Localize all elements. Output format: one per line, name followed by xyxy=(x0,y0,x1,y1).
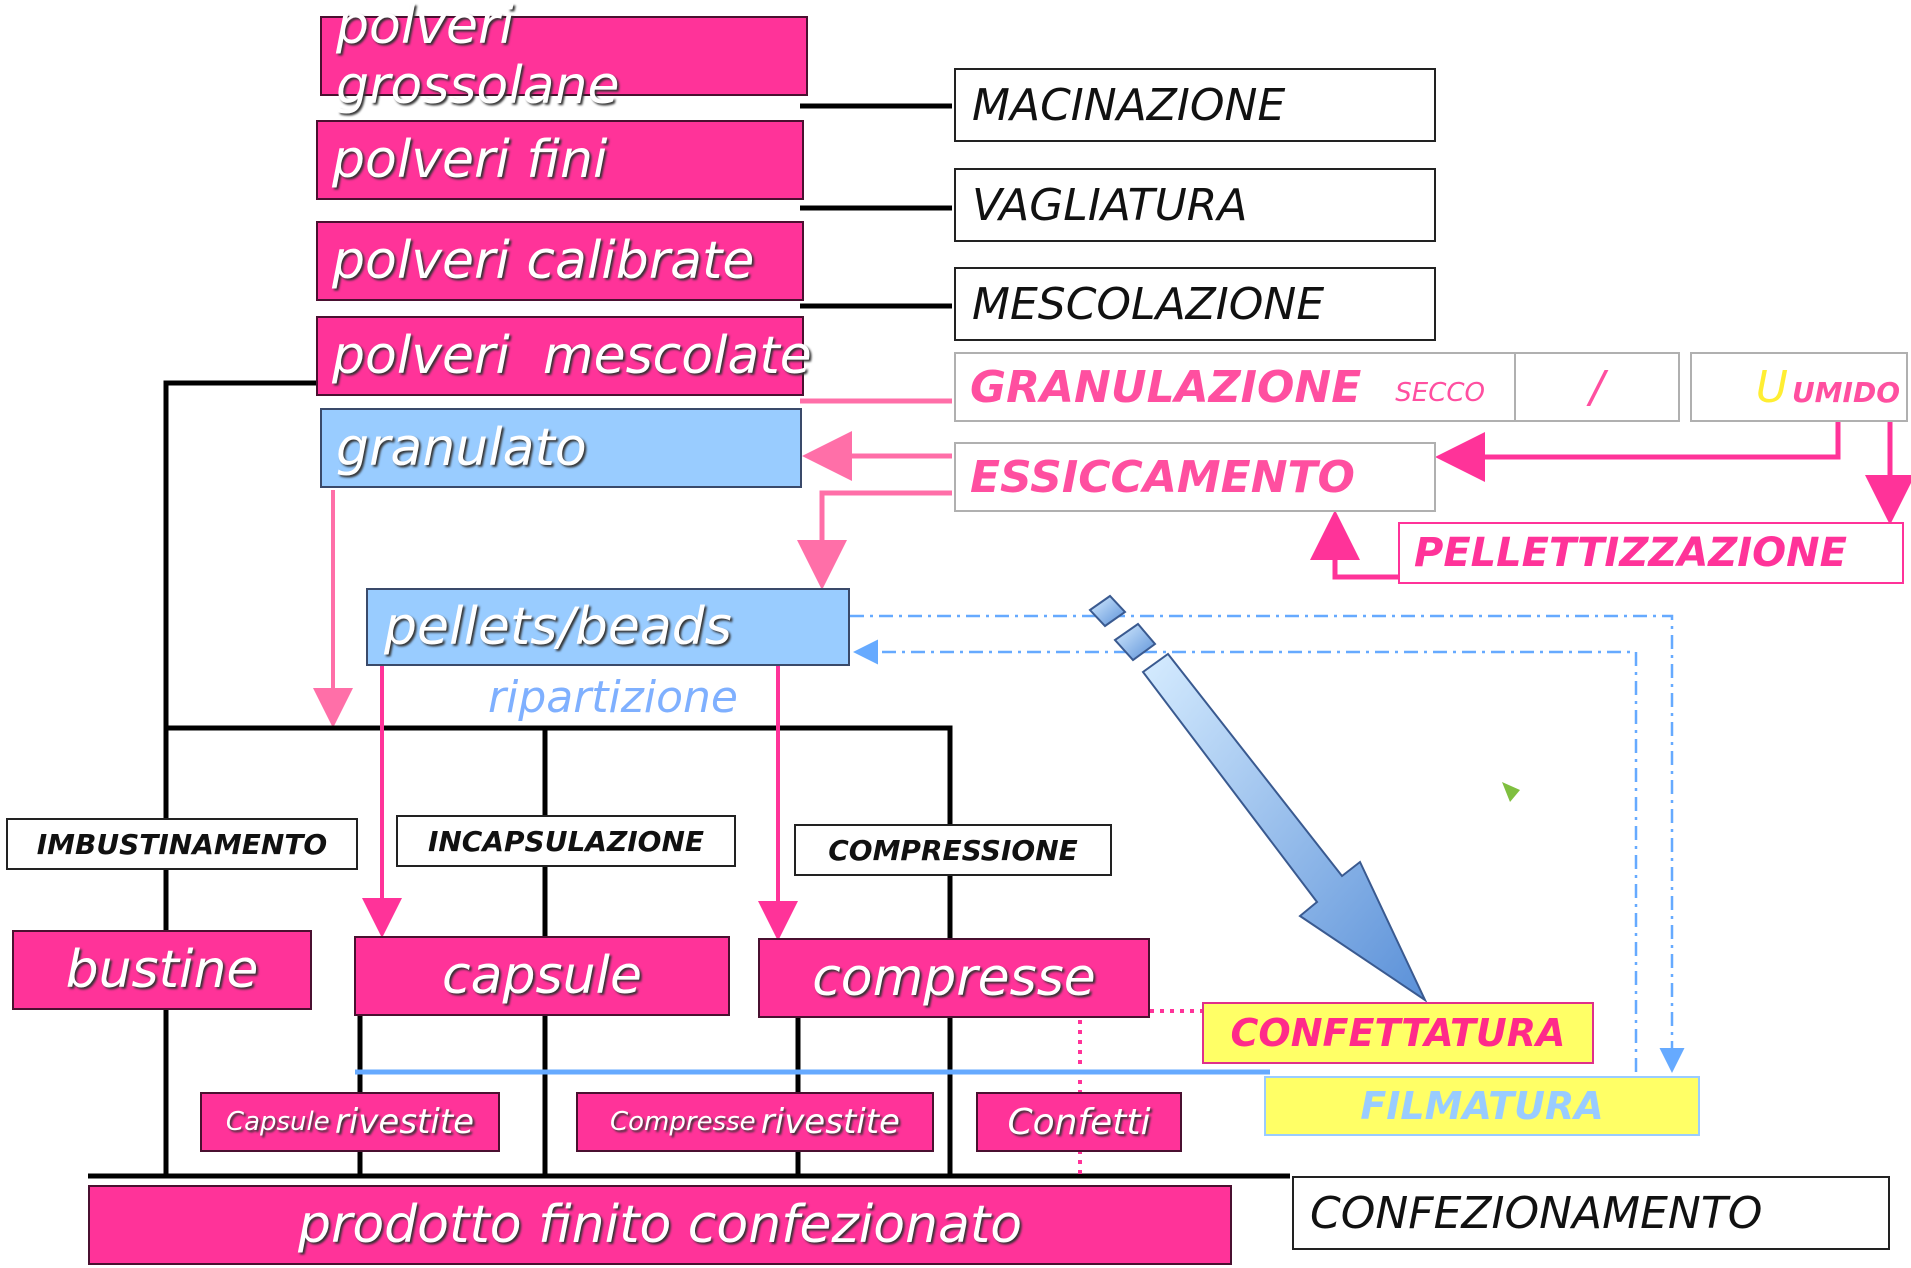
encapsulation-label: INCAPSULAZIONE xyxy=(427,824,705,858)
granulate-label: granulato xyxy=(336,418,587,478)
wet-label: UMIDO xyxy=(1791,375,1900,409)
pellets-box: pellets/beads xyxy=(366,588,850,666)
sieving-box: VAGLIATURA xyxy=(954,168,1436,242)
distribution-label: ripartizione xyxy=(488,672,738,723)
powder-mixed-box: polveri mescolate xyxy=(316,316,812,396)
sieving-label: VAGLIATURA xyxy=(972,179,1248,231)
film-coating-label: FILMATURA xyxy=(1360,1084,1604,1128)
powder-coarse-label: polveri grossolane xyxy=(336,0,620,116)
mixing-box: MESCOLAZIONE xyxy=(954,267,1436,341)
pelletization-to-drying-arrow xyxy=(1310,510,1398,580)
granulate-box: granulato xyxy=(320,408,802,488)
pellets-filmcoat-loop-out xyxy=(850,614,1685,1073)
compression-box: COMPRESSIONE xyxy=(794,824,1112,876)
drying-label: ESSICCAMENTO xyxy=(970,451,1355,503)
encapsulation-box: INCAPSULAZIONE xyxy=(396,815,736,867)
tablets-box: compresse xyxy=(758,938,1150,1018)
finished-product-label: prodotto finito confezionato xyxy=(297,1195,1023,1255)
wet-letter: U xyxy=(1755,361,1788,413)
pellets-label: pellets/beads xyxy=(384,597,732,657)
coated-tablets-label-a: Compresse xyxy=(610,1107,756,1137)
coated-capsules-label-a: Capsule xyxy=(225,1107,330,1137)
powder-calibrated-box: polveri calibrate xyxy=(316,221,804,301)
slash-box: / xyxy=(1514,352,1680,422)
packaging-label: CONFEZIONAMENTO xyxy=(1310,1187,1763,1239)
slash-label: / xyxy=(1589,361,1605,413)
coated-capsules-label-b: rivestite xyxy=(334,1102,475,1142)
milling-label: MACINAZIONE xyxy=(972,79,1286,131)
pelletization-box: PELLETTIZZAZIONE xyxy=(1398,522,1904,584)
coated-tablets-label-b: rivestite xyxy=(760,1102,900,1142)
finished-product-box: prodotto finito confezionato xyxy=(88,1185,1232,1265)
powder-fine-label: polveri fini xyxy=(332,130,608,190)
mixing-label: MESCOLAZIONE xyxy=(972,278,1325,330)
drying-box: ESSICCAMENTO xyxy=(954,442,1436,512)
sachets-label: bustine xyxy=(65,940,259,1000)
tablets-label: compresse xyxy=(812,948,1096,1008)
powder-coarse-box: polveri grossolane xyxy=(320,0,808,116)
sachets-box: bustine xyxy=(12,930,312,1010)
coated-capsules-box: Capsule rivestite xyxy=(200,1092,500,1152)
powder-mixed-label: polveri mescolate xyxy=(332,326,812,386)
drying-to-pellets-arrow xyxy=(797,490,952,590)
sachet-filling-label: IMBUSTINAMENTO xyxy=(36,827,328,861)
wet-to-drying-arrow xyxy=(1435,420,1841,482)
dragees-box: Confetti xyxy=(976,1092,1182,1152)
operation-connectors xyxy=(800,103,952,309)
sugar-coating-box: CONFETTATURA xyxy=(1202,1002,1594,1064)
capsules-box: capsule xyxy=(354,936,730,1016)
granulation-box: GRANULAZIONE SECCO xyxy=(954,352,1516,422)
powder-calibrated-label: polveri calibrate xyxy=(332,231,755,291)
capsules-label: capsule xyxy=(442,946,642,1006)
wet-box: U UMIDO xyxy=(1690,352,1908,422)
decorative-triangle xyxy=(1502,782,1520,802)
film-coating-box: FILMATURA xyxy=(1264,1076,1700,1136)
pelletization-label: PELLETTIZZAZIONE xyxy=(1414,530,1847,576)
packaging-box: CONFEZIONAMENTO xyxy=(1292,1176,1890,1250)
milling-box: MACINAZIONE xyxy=(954,68,1436,142)
dry-label: SECCO xyxy=(1395,378,1485,408)
sachet-filling-box: IMBUSTINAMENTO xyxy=(6,818,358,870)
dragees-label: Confetti xyxy=(1007,1101,1151,1143)
powder-fine-box: polveri fini xyxy=(316,120,804,200)
pellets-filmcoat-loop-in xyxy=(853,639,1638,1072)
coating-big-arrow xyxy=(1088,594,1428,1003)
sugar-coating-label: CONFETTATURA xyxy=(1230,1011,1566,1055)
coated-tablets-box: Compresse rivestite xyxy=(576,1092,934,1152)
compression-label: COMPRESSIONE xyxy=(828,833,1078,867)
granulation-label: GRANULAZIONE xyxy=(970,361,1362,413)
